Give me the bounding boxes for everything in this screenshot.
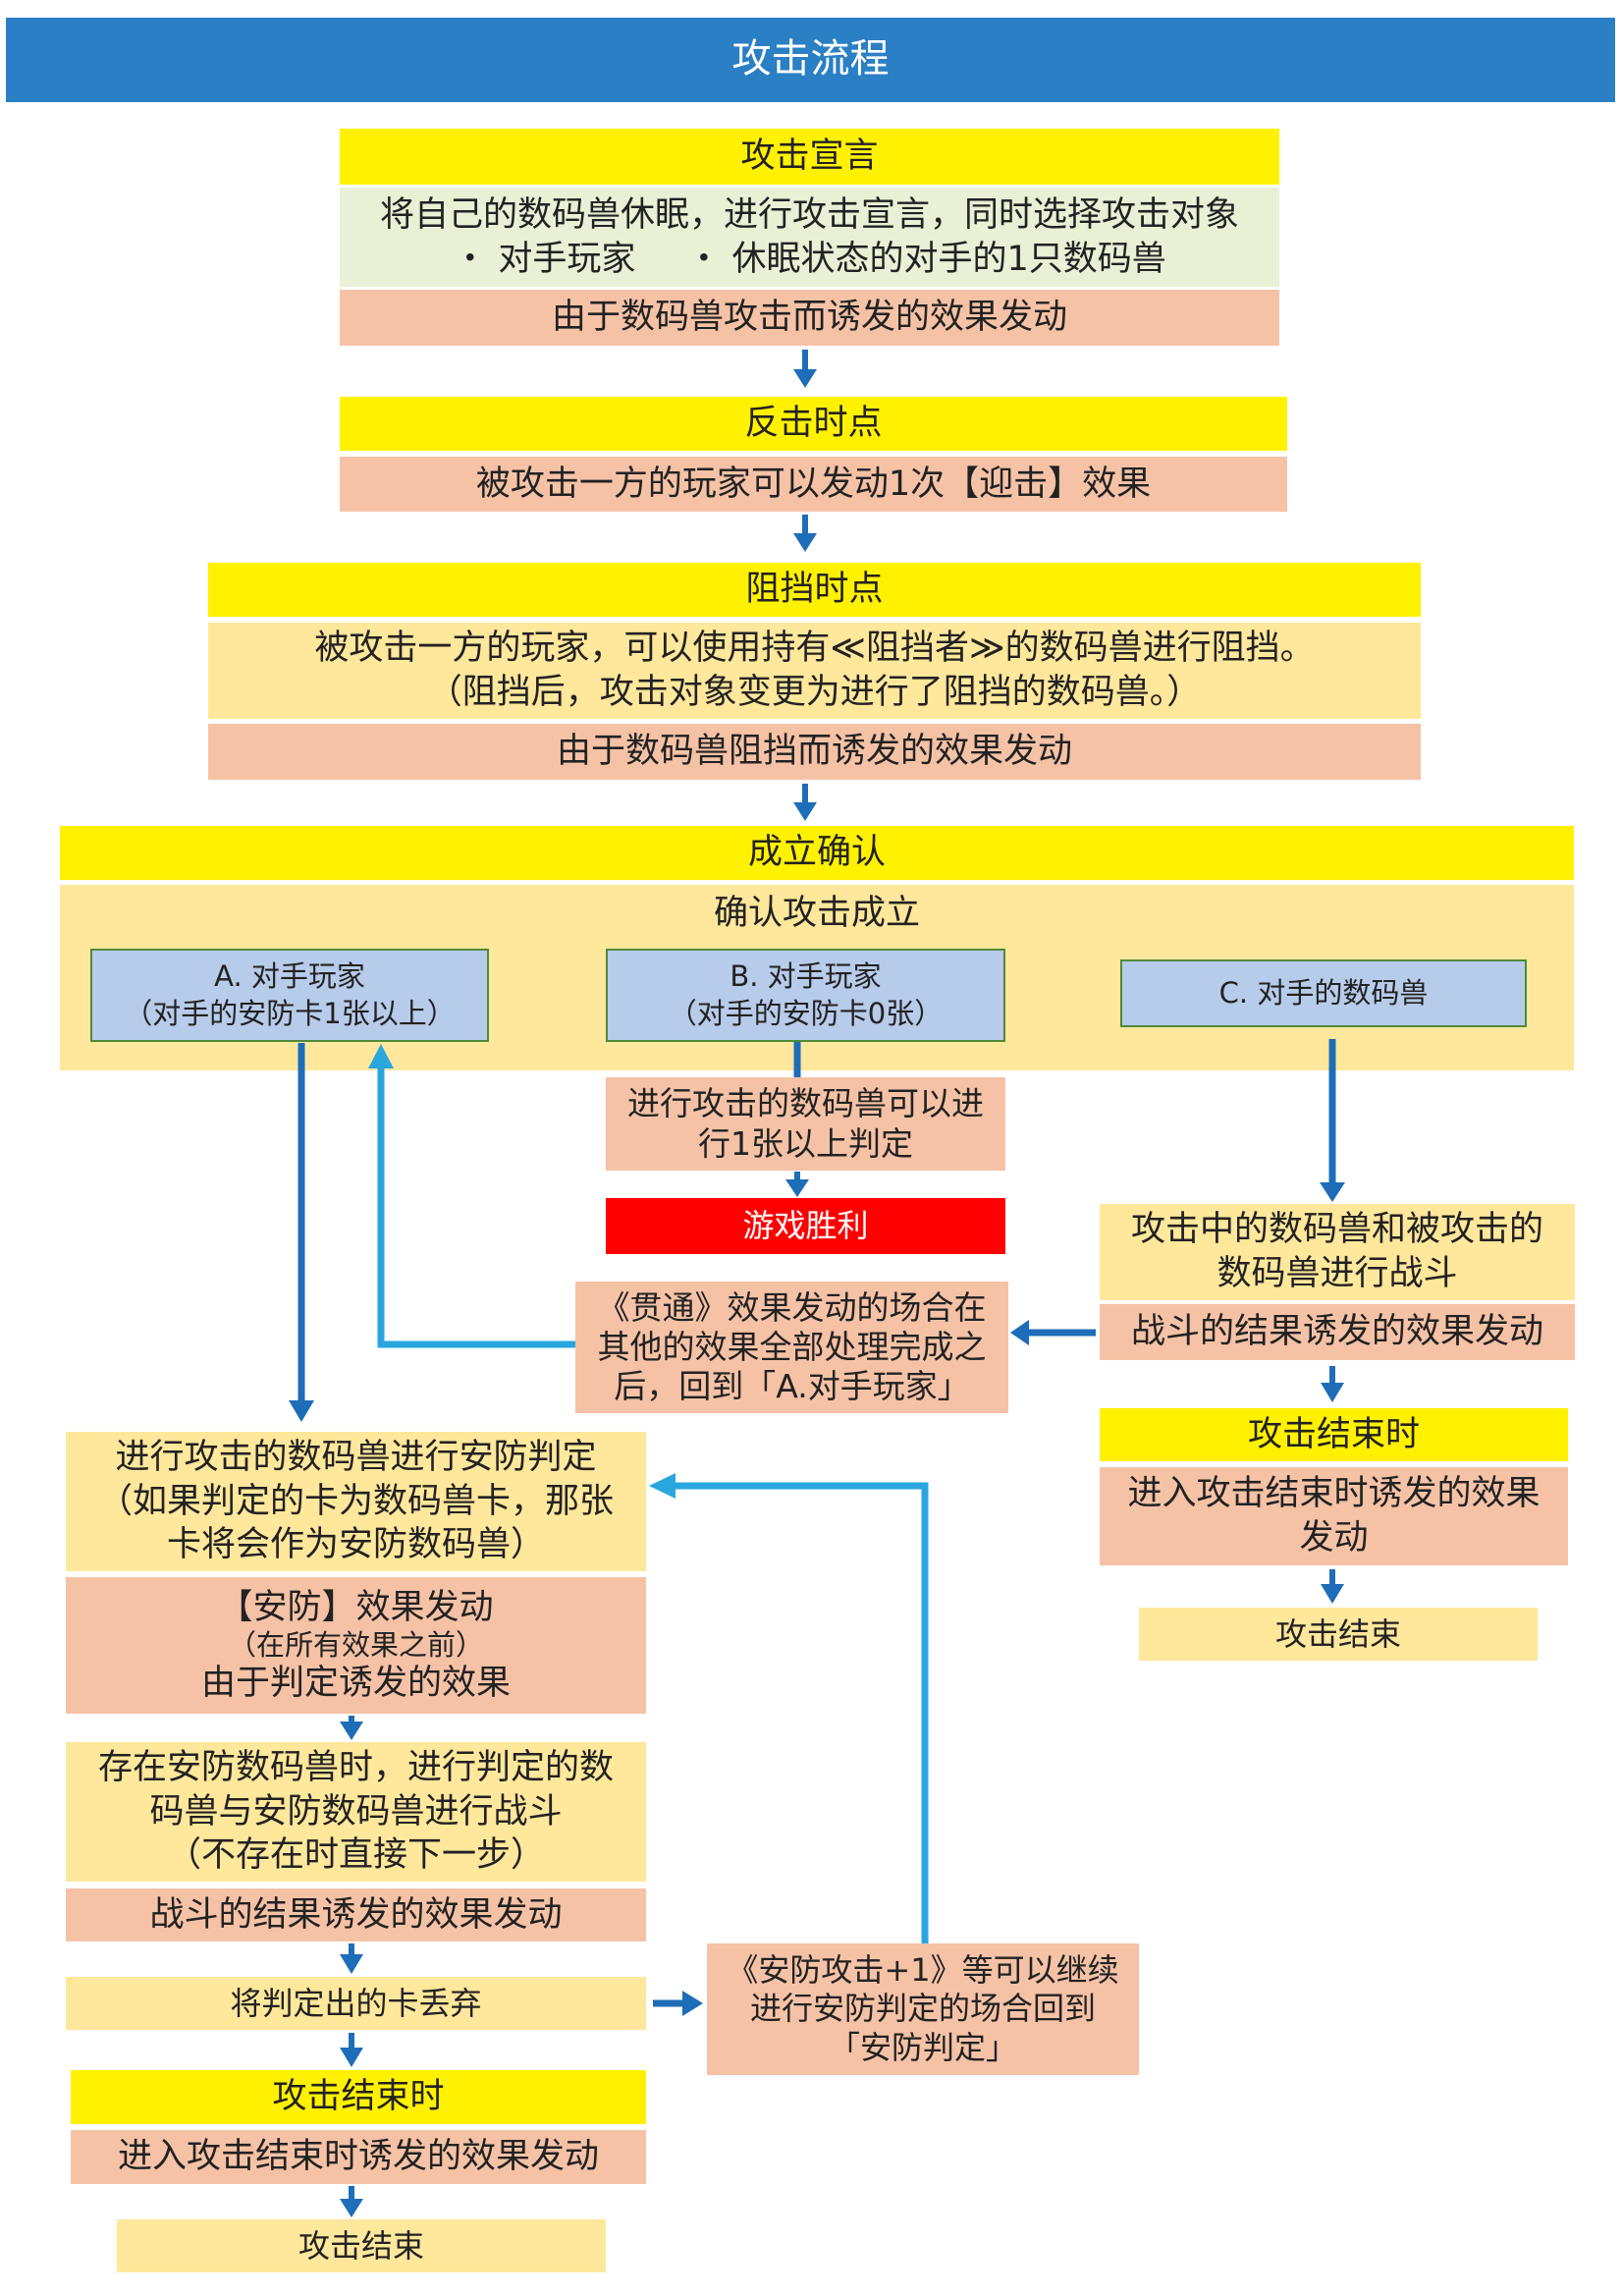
- heading-label: 阻挡时点: [745, 570, 884, 610]
- branch-c-attack-end-box: 攻击结束: [1139, 1608, 1538, 1661]
- note-line: 后，回到「A.对手玩家」: [614, 1367, 970, 1406]
- page-title: 攻击流程: [731, 36, 890, 82]
- branch-c-end-trigger-box: 进入攻击结束时诱发的效果 发动: [1100, 1467, 1568, 1565]
- effect-line: 由于判定诱发的效果: [200, 1663, 511, 1703]
- arrow-pierce-return-to-branch-a: [368, 1044, 575, 1348]
- branch-c-end-timing-heading: 攻击结束时: [1100, 1408, 1568, 1461]
- branch-b-check-box: 进行攻击的数码兽可以进 行1张以上判定: [606, 1077, 1005, 1171]
- note-line: 其他的效果全部处理完成之: [597, 1327, 987, 1366]
- heading-label: 攻击宣言: [740, 137, 879, 177]
- security-effect-box: 【安防】效果发动 （在所有效果之前） 由于判定诱发的效果: [66, 1577, 646, 1714]
- result-label: 游戏胜利: [742, 1207, 869, 1245]
- security-repeat-note: 《安防攻击+1》等可以继续 进行安防判定的场合回到 「安防判定」: [707, 1943, 1139, 2075]
- block-timing-description: 被攻击一方的玩家，可以使用持有≪阻挡者≫的数码兽进行阻挡。 （阻挡后，攻击对象变…: [208, 623, 1421, 719]
- title-bar: 攻击流程: [6, 18, 1615, 102]
- branch-a-attack-end-box: 攻击结束: [117, 2219, 606, 2272]
- trigger-label: 由于数码兽阻挡而诱发的效果发动: [556, 732, 1072, 772]
- heading-label: 反击时点: [744, 404, 883, 444]
- branch-b-box: B. 对手玩家 （对手的安防卡0张）: [606, 949, 1005, 1042]
- description-line: 被攻击一方的玩家可以发动1次【迎击】效果: [475, 464, 1152, 504]
- security-battle-box: 存在安防数码兽时，进行判定的数 码兽与安防数码兽进行战斗 （不存在时直接下一步）: [66, 1742, 646, 1882]
- description-line: 将自己的数码兽休眠，进行攻击宣言，同时选择攻击对象: [379, 194, 1239, 235]
- check-line: （如果判定的卡为数码兽卡，那张: [97, 1481, 614, 1521]
- trigger-label: 进入攻击结束时诱发的效果发动: [117, 2137, 599, 2177]
- description-line: 被攻击一方的玩家，可以使用持有≪阻挡者≫的数码兽进行阻挡。: [314, 629, 1315, 669]
- subheading-label: 确认攻击成立: [713, 893, 920, 933]
- heading-label: 攻击结束时: [272, 2077, 445, 2117]
- discard-label: 将判定出的卡丢弃: [230, 1984, 482, 2022]
- effect-line: 【安防】效果发动: [218, 1588, 494, 1628]
- branch-label: C. 对手的数码兽: [1218, 975, 1429, 1010]
- arrow-to-security-battle: [340, 1716, 363, 1740]
- branch-a-box: A. 对手玩家 （对手的安防卡1张以上）: [90, 949, 489, 1042]
- attack-target-option: ・ 对手玩家: [453, 239, 636, 279]
- discard-box: 将判定出的卡丢弃: [66, 1977, 646, 2030]
- note-line: 《安防攻击+1》等可以继续: [727, 1951, 1119, 1990]
- check-line: 卡将会作为安防数码兽）: [166, 1525, 545, 1565]
- end-label: 攻击结束: [1274, 1614, 1401, 1653]
- arrow-to-branch-a-end-timing: [340, 2033, 363, 2067]
- branch-c-box: C. 对手的数码兽: [1120, 959, 1527, 1027]
- arrow-repeat-return-to-security-check: [649, 1473, 929, 1943]
- arrow-to-branch-c-end-timing: [1321, 1366, 1344, 1402]
- arrow-to-pierce-note: [1010, 1320, 1096, 1345]
- pierce-return-note: 《贯通》效果发动的场合在 其他的效果全部处理完成之 后，回到「A.对手玩家」: [575, 1282, 1008, 1413]
- heading-label: 成立确认: [747, 833, 886, 873]
- arrow-branch-a-to-security-check: [289, 1043, 314, 1422]
- trigger-label: 战斗的结果诱发的效果发动: [149, 1894, 563, 1935]
- confirmation-subheading: 确认攻击成立: [60, 890, 1574, 937]
- branch-c-battle-trigger-box: 战斗的结果诱发的效果发动: [1100, 1304, 1575, 1360]
- battle-line: （不存在时直接下一步）: [166, 1835, 545, 1876]
- trigger-line: 发动: [1299, 1518, 1369, 1558]
- check-line: 进行攻击的数码兽可以进: [627, 1084, 984, 1123]
- attack-target-option: ・ 休眠状态的对手的1只数码兽: [686, 239, 1166, 279]
- arrow-to-branch-a-attack-end: [340, 2186, 363, 2217]
- arrow-to-block-timing: [793, 515, 817, 552]
- note-line: 进行安防判定的场合回到: [749, 1990, 1096, 2028]
- counter-timing-description: 被攻击一方的玩家可以发动1次【迎击】效果: [340, 457, 1287, 512]
- attack-trigger-box: 由于数码兽攻击而诱发的效果发动: [340, 290, 1279, 346]
- check-line: 行1张以上判定: [698, 1123, 913, 1163]
- branch-condition: （对手的安防卡1张以上）: [124, 996, 456, 1030]
- arrow-to-discard: [340, 1943, 363, 1974]
- arrow-to-game-win: [785, 1172, 809, 1197]
- end-label: 攻击结束: [297, 2226, 424, 2265]
- branch-a-end-trigger-box: 进入攻击结束时诱发的效果发动: [71, 2130, 646, 2184]
- counter-timing-heading: 反击时点: [340, 397, 1287, 451]
- effect-line: （在所有效果之前）: [227, 1628, 484, 1663]
- trigger-label: 战斗的结果诱发的效果发动: [1130, 1312, 1543, 1352]
- note-line: 「安防判定」: [828, 2028, 1017, 2066]
- arrow-to-repeat-note: [653, 1991, 703, 2016]
- heading-label: 攻击结束时: [1247, 1414, 1420, 1454]
- branch-condition: （对手的安防卡0张）: [668, 996, 944, 1030]
- description-line: （阻挡后，攻击对象变更为进行了阻挡的数码兽。）: [427, 673, 1202, 712]
- attack-declaration-description: 将自己的数码兽休眠，进行攻击宣言，同时选择攻击对象 ・ 对手玩家 ・ 休眠状态的…: [340, 188, 1279, 287]
- game-win-box: 游戏胜利: [606, 1198, 1005, 1254]
- note-line: 《贯通》效果发动的场合在: [597, 1287, 987, 1327]
- arrow-to-confirmation: [793, 784, 817, 821]
- branch-label: B. 对手玩家: [730, 959, 882, 994]
- confirmation-heading: 成立确认: [60, 826, 1574, 880]
- battle-line: 存在安防数码兽时，进行判定的数: [97, 1747, 614, 1787]
- security-battle-trigger-box: 战斗的结果诱发的效果发动: [66, 1888, 646, 1941]
- trigger-line: 进入攻击结束时诱发的效果: [1127, 1474, 1541, 1514]
- security-check-box: 进行攻击的数码兽进行安防判定 （如果判定的卡为数码兽卡，那张 卡将会作为安防数码…: [66, 1432, 646, 1571]
- attack-target-options: ・ 对手玩家 ・ 休眠状态的对手的1只数码兽: [453, 238, 1166, 282]
- battle-line: 攻击中的数码兽和被攻击的: [1130, 1210, 1543, 1250]
- check-line: 进行攻击的数码兽进行安防判定: [115, 1437, 597, 1477]
- battle-line: 码兽与安防数码兽进行战斗: [149, 1791, 563, 1831]
- branch-label: A. 对手玩家: [214, 959, 365, 994]
- attack-declaration-heading: 攻击宣言: [340, 129, 1279, 185]
- arrow-to-branch-c-attack-end: [1321, 1569, 1344, 1604]
- battle-line: 数码兽进行战斗: [1216, 1254, 1458, 1293]
- branch-a-end-timing-heading: 攻击结束时: [71, 2070, 646, 2124]
- trigger-label: 由于数码兽攻击而诱发的效果发动: [551, 298, 1067, 338]
- block-timing-heading: 阻挡时点: [208, 563, 1421, 617]
- arrow-to-counter-timing: [793, 350, 817, 388]
- branch-c-battle-box: 攻击中的数码兽和被攻击的 数码兽进行战斗: [1100, 1204, 1575, 1300]
- block-trigger-box: 由于数码兽阻挡而诱发的效果发动: [208, 724, 1421, 780]
